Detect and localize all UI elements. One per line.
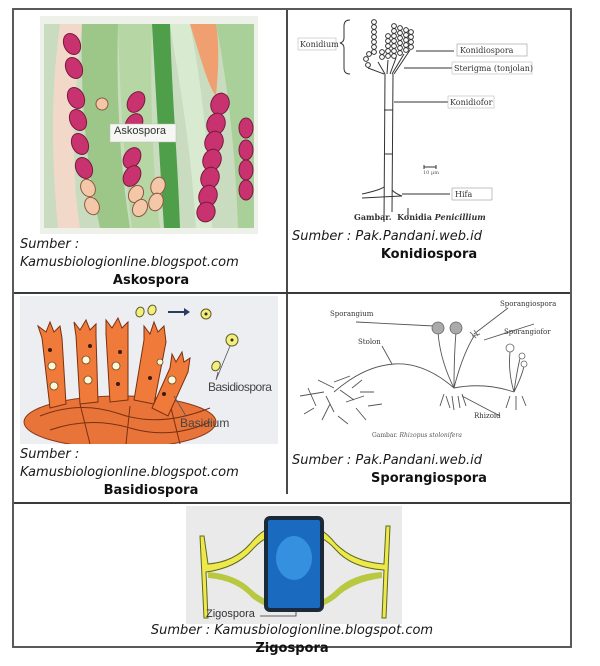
figure-caption-text: Gambar.: [372, 432, 400, 439]
cell-askospora: Askospora Sumber : Kamusbiologionline.bl…: [14, 10, 286, 292]
sporangiospora-diagram: Sporangium Sporangiospora Sporangiofor S…: [294, 296, 564, 439]
spore-types-table: Askospora Sumber : Kamusbiologionline.bl…: [12, 8, 572, 656]
cell-caption: Askospora: [112, 273, 190, 288]
source-label: Sumber :: [20, 237, 80, 252]
basidiospora-image: Basidiospora Basidium: [20, 296, 278, 444]
konidiospora-diagram: Konidium Konidiospora Sterigma (tonjolan…: [292, 12, 552, 222]
label-konidiofor: Konidiofor: [450, 98, 493, 107]
row-divider: [14, 292, 570, 294]
label-stolon: Stolon: [358, 338, 381, 346]
label-sporangiospora: Sporangiospora: [500, 300, 557, 308]
source-label: Sumber :: [20, 447, 80, 462]
cell-konidiospora: Konidium Konidiospora Sterigma (tonjolan…: [288, 10, 570, 292]
figure-caption: Gambar. Rhizopus stolonifera: [372, 432, 462, 439]
label-scale: 10 µm: [423, 170, 439, 176]
cell-caption: Konidiospora: [380, 247, 478, 262]
row-divider: [14, 502, 570, 504]
source-text: Sumber : Kamusbiologionline.blogspot.com: [150, 623, 434, 638]
figure-caption: Gambar. Konidia Penicillium: [354, 212, 486, 222]
source-url: Kamusbiologionline.blogspot.com: [20, 255, 239, 270]
label-sporangiofor: Sporangiofor: [504, 328, 551, 336]
cell-caption: Basidiospora: [103, 483, 199, 498]
cell-zigospora: Zigospora Sumber : Kamusbiologionline.bl…: [14, 504, 570, 656]
label-sterigma: Sterigma (tonjolan): [454, 64, 534, 73]
cell-caption: Sporangiospora: [371, 471, 487, 486]
column-divider: [286, 10, 288, 494]
label-rhizoid: Rhizoid: [474, 412, 501, 420]
figure-caption-species: Penicillium: [434, 212, 486, 222]
cell-basidiospora: Basidiospora Basidium Sumber : Kamusbiol…: [14, 294, 286, 502]
label-zigospora: Zigospora: [206, 608, 255, 620]
askospora-image: Askospora: [40, 16, 258, 234]
figure-caption-species: Rhizopus stolonifera: [399, 432, 462, 439]
cell-sporangiospora: Sporangium Sporangiospora Sporangiofor S…: [288, 294, 570, 502]
label-basidium: Basidium: [180, 416, 230, 430]
label-basidiospora: Basidiospora: [208, 380, 272, 394]
figure-caption-text: Gambar. Konidia: [354, 212, 435, 222]
source-text: Sumber : Pak.Pandani.web.id: [292, 453, 482, 468]
cell-caption: Zigospora: [255, 641, 329, 656]
source-text: Sumber : Pak.Pandani.web.id: [292, 229, 482, 244]
label-sporangium: Sporangium: [330, 310, 374, 318]
label-konidiospora: Konidiospora: [460, 46, 514, 55]
label-hifa: Hifa: [455, 190, 473, 199]
source-url: Kamusbiologionline.blogspot.com: [20, 465, 239, 480]
zigospora-image: Zigospora: [186, 506, 402, 624]
askospora-figure-label: Askospora: [114, 125, 166, 137]
label-konidium: Konidium: [300, 40, 339, 49]
